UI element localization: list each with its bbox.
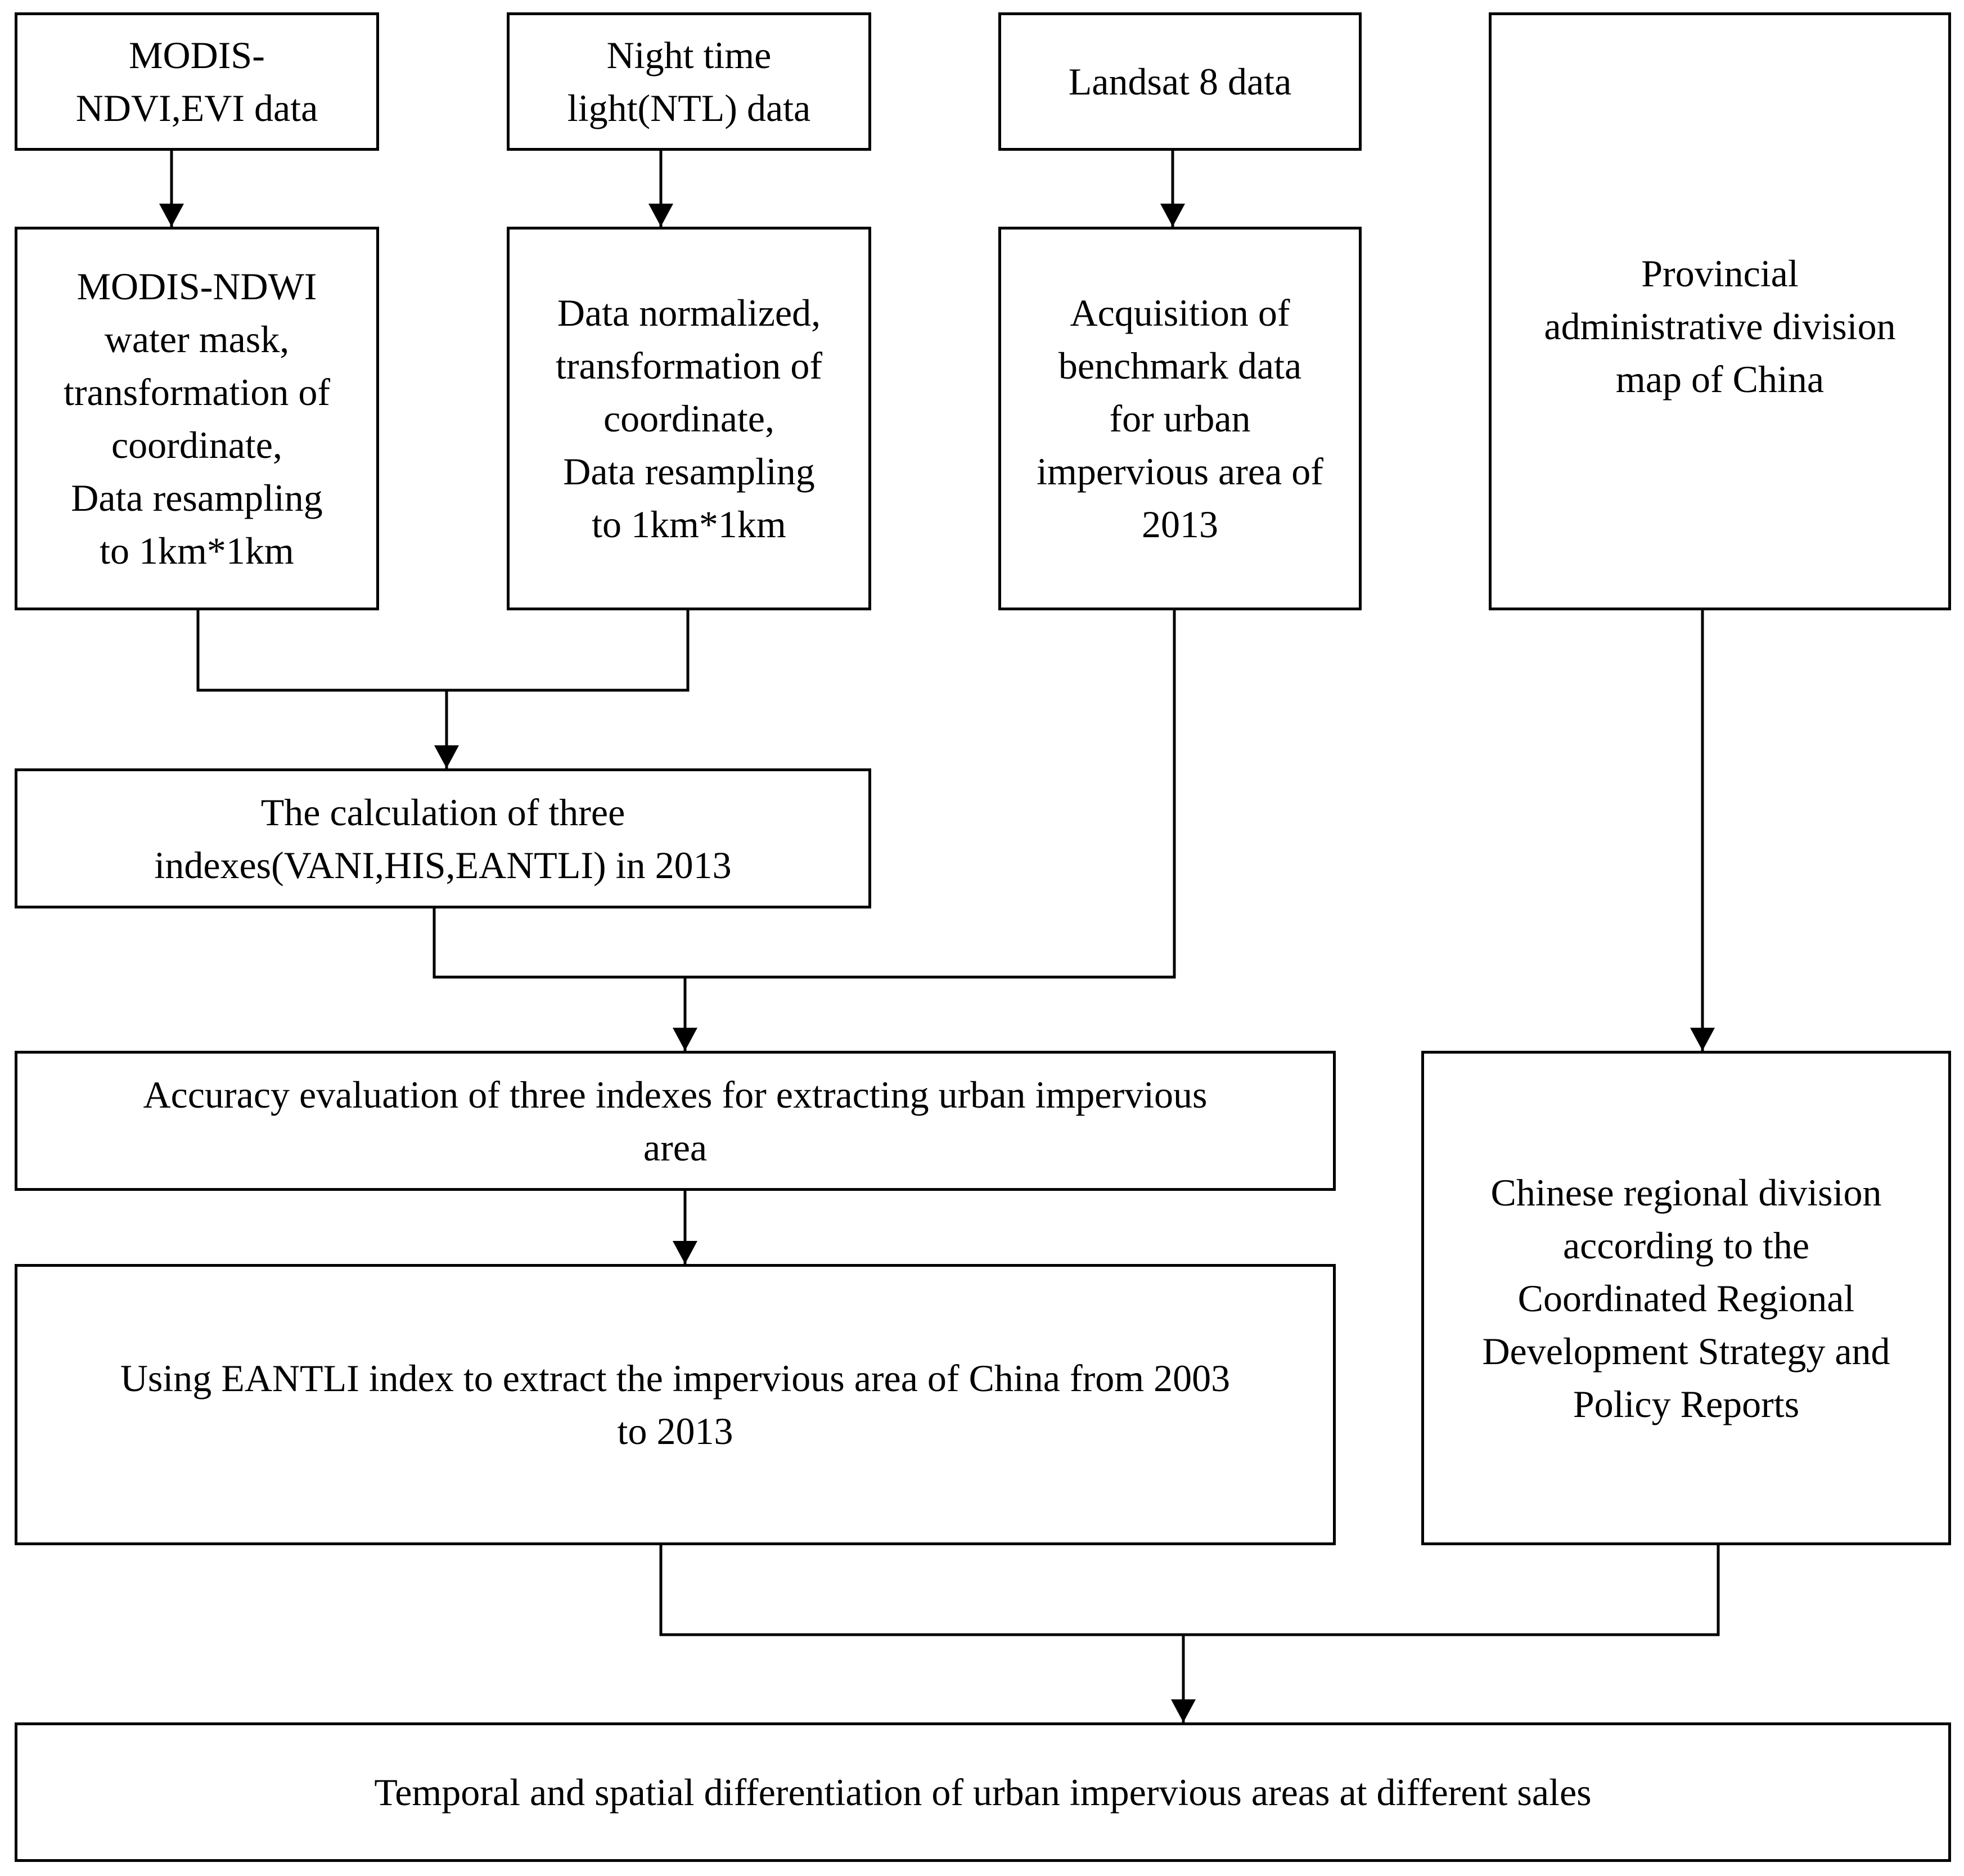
connector-processing-merge [196,610,690,692]
node-label: Temporal and spatial differentiation of … [374,1771,1592,1814]
arrowhead-1 [159,204,184,227]
node-label: Acquisition of benchmark data for urban … [1037,291,1323,546]
node-label: MODIS- NDVI,EVI data [75,34,318,129]
connector-final-merge [659,1545,1720,1636]
node-ntl-processing: Data normalized, transformation of coord… [507,227,871,610]
node-label: Provincial administrative division map o… [1544,252,1896,401]
node-label: Accuracy evaluation of three indexes for… [143,1073,1208,1169]
node-label: Chinese regional division according to t… [1482,1171,1890,1425]
node-label: MODIS-NDWI water mask, transformation of… [64,265,330,572]
node-accuracy-evaluation: Accuracy evaluation of three indexes for… [15,1051,1336,1191]
node-label: Using EANTLI index to extract the imperv… [120,1357,1231,1452]
arrowhead-4 [434,745,459,768]
arrowhead-2 [648,204,673,227]
connector-calc-benchmark-merge [433,610,1176,979]
arrowhead-7 [1690,1028,1715,1051]
arrowheads [159,204,1715,1722]
node-label: The calculation of three indexes(VANI,HI… [154,790,732,887]
arrowhead-5 [673,1028,697,1051]
node-differentiation: Temporal and spatial differentiation of … [15,1722,1951,1862]
node-benchmark-acquisition: Acquisition of benchmark data for urban … [998,227,1362,610]
node-label: Night time light(NTL) data [567,34,811,129]
node-night-time-light: Night time light(NTL) data [507,12,871,151]
node-label: Landsat 8 data [1068,60,1292,103]
node-label: Data normalized, transformation of coord… [556,291,822,546]
node-modis-ndvi-evi: MODIS- NDVI,EVI data [15,12,379,151]
arrowhead-6 [673,1241,697,1264]
arrowhead-3 [1160,204,1185,227]
node-landsat8: Landsat 8 data [998,12,1362,151]
node-index-calculation: The calculation of three indexes(VANI,HI… [15,768,871,908]
node-modis-ndwi-processing: MODIS-NDWI water mask, transformation of… [15,227,379,610]
arrowhead-8 [1171,1699,1196,1722]
node-regional-division: Chinese regional division according to t… [1421,1051,1951,1545]
node-eantli-extraction: Using EANTLI index to extract the imperv… [15,1264,1336,1545]
node-provincial-map: Provincial administrative division map o… [1489,12,1951,610]
